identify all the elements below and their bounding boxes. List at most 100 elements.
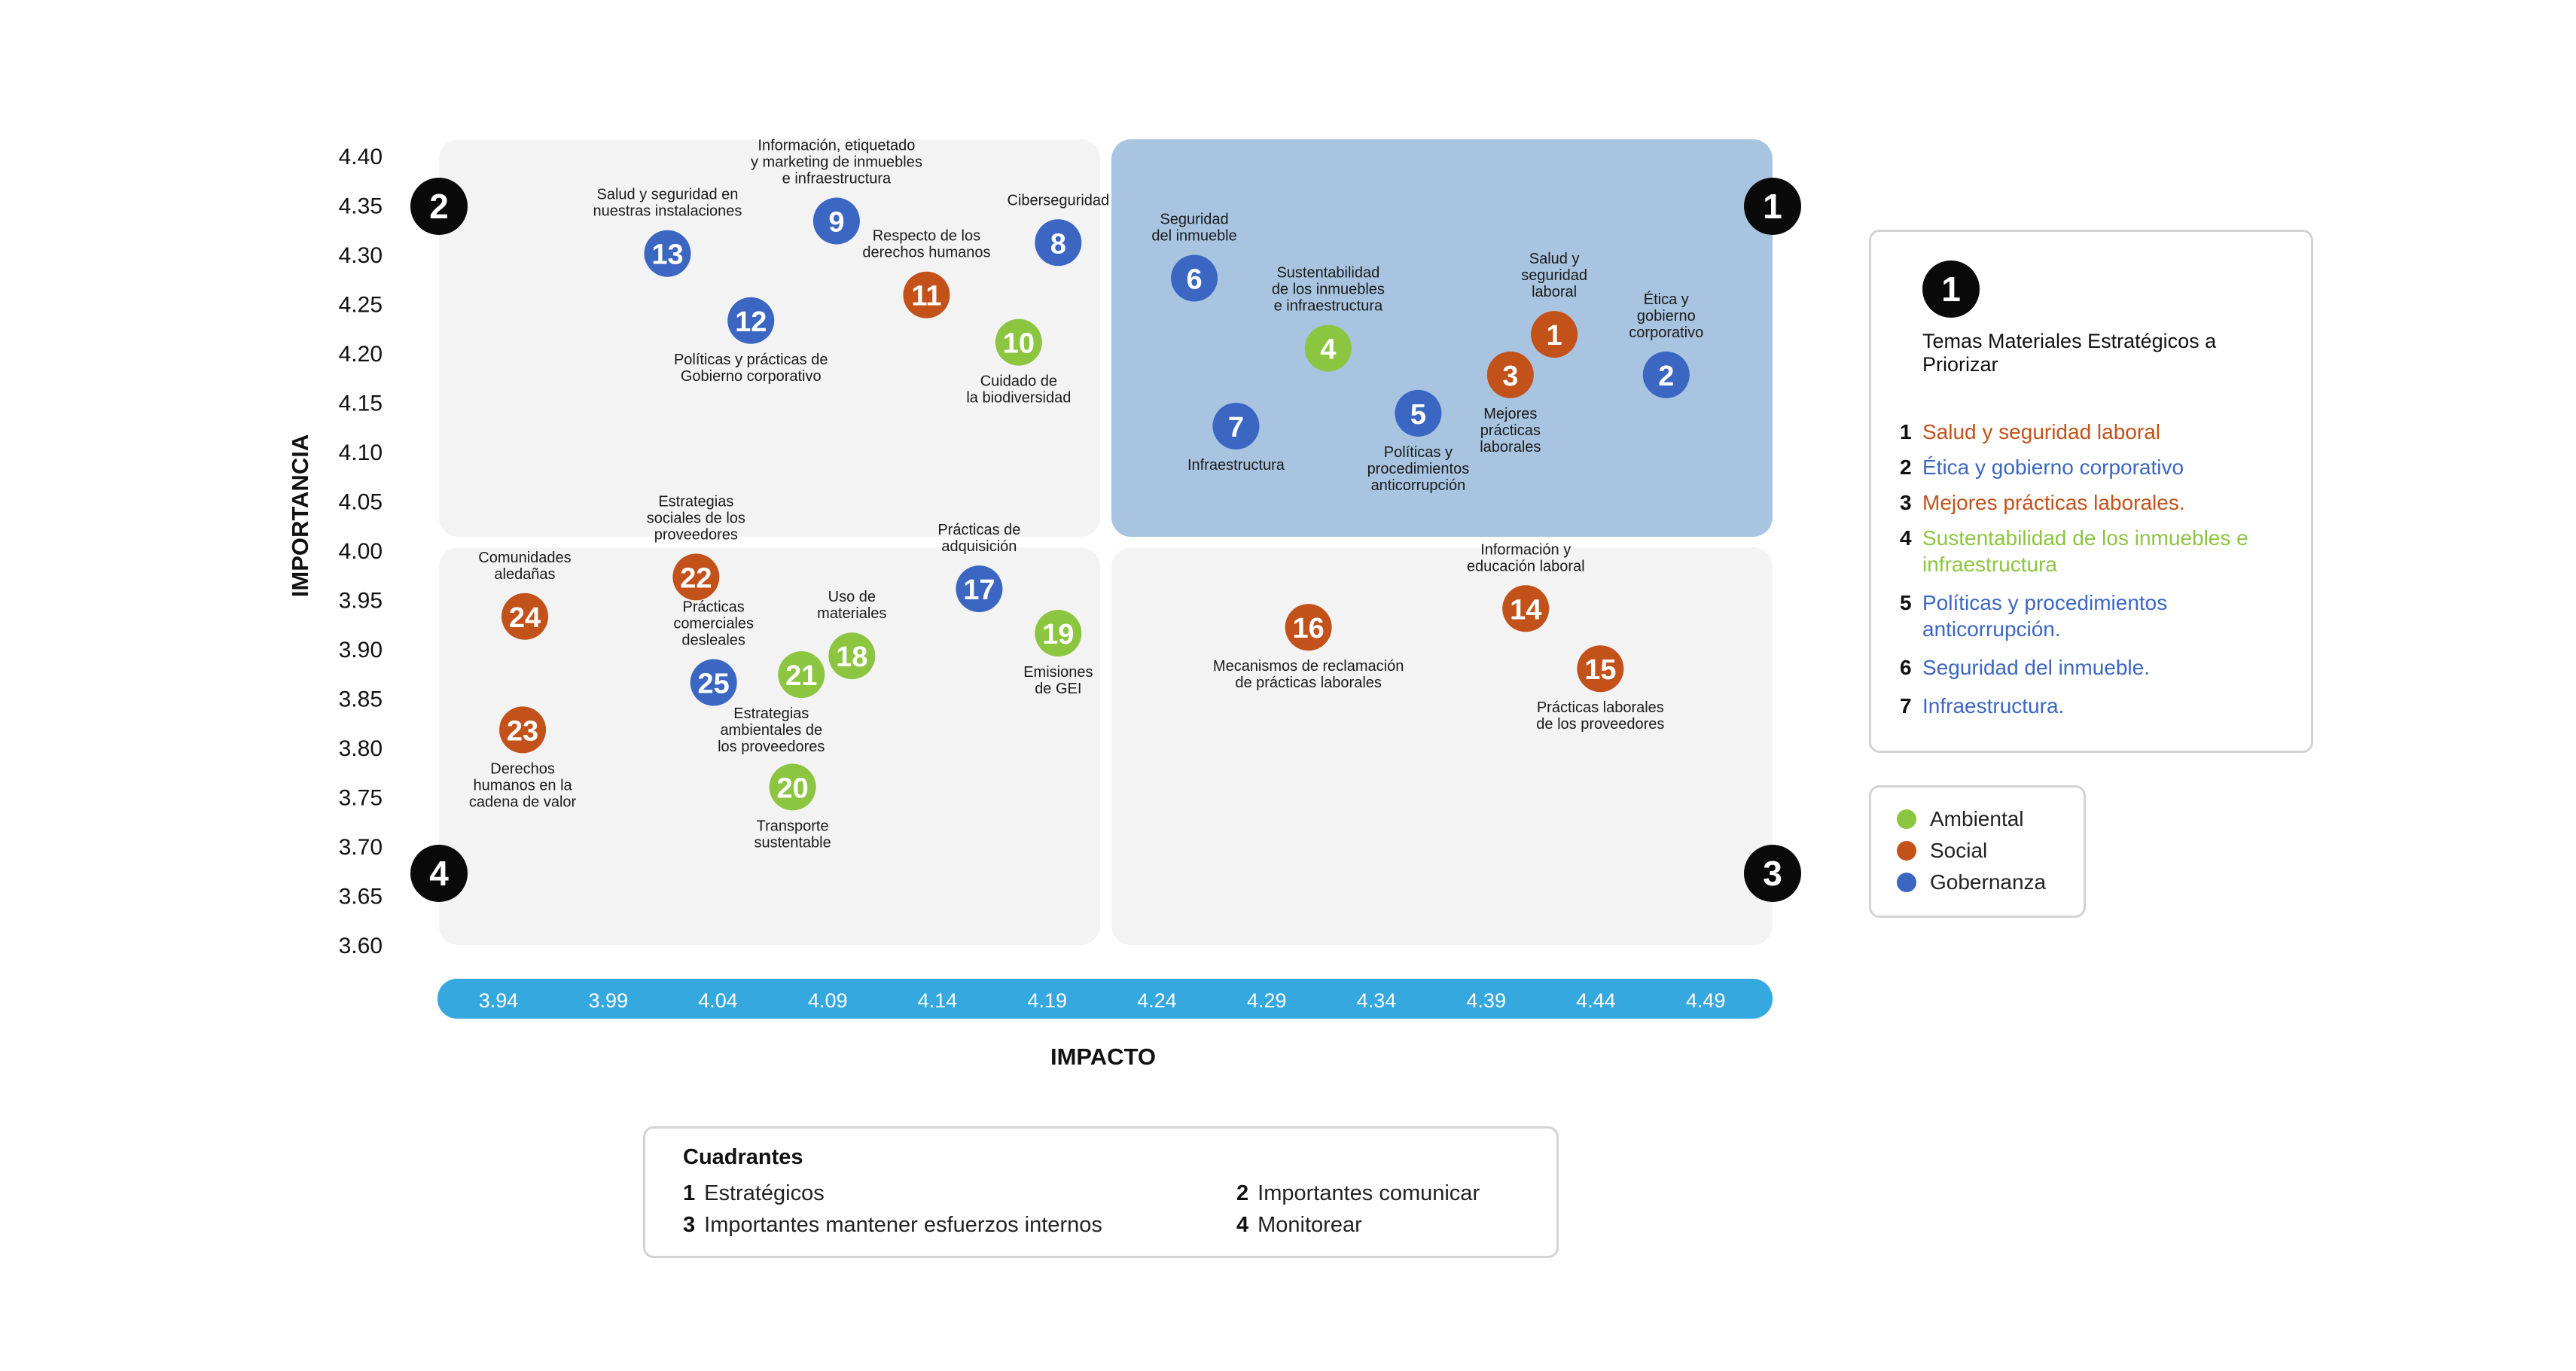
point-marker bbox=[1171, 254, 1218, 302]
point-label-line: los proveedores bbox=[718, 739, 825, 755]
point-marker bbox=[995, 318, 1042, 366]
point-label-line: desleales bbox=[681, 632, 745, 649]
point-number: 22 bbox=[680, 562, 712, 594]
x-tick-label: 4.34 bbox=[1357, 989, 1397, 1012]
point-label-line: prácticas bbox=[1480, 422, 1541, 439]
point-label-line: e infraestructura bbox=[782, 170, 892, 187]
gobernanza-dot bbox=[1897, 873, 1916, 892]
point-label-line: Mecanismos de reclamación bbox=[1213, 658, 1404, 675]
category-legend: Ambiental Social Gobernanza bbox=[1869, 785, 2086, 918]
point-label-line: proveedores bbox=[654, 526, 738, 543]
point-number: 25 bbox=[698, 669, 730, 700]
legend-item-number: 3 bbox=[1900, 491, 1912, 514]
point-label-line: Infraestructura bbox=[1187, 457, 1285, 474]
point-marker bbox=[956, 565, 1003, 613]
quadrant-2-area bbox=[439, 139, 1100, 537]
y-tick-label: 4.35 bbox=[339, 194, 383, 219]
legend-badge-1: 1 bbox=[1922, 260, 1980, 318]
x-tick-label: 4.29 bbox=[1247, 989, 1287, 1012]
y-tick-label: 3.65 bbox=[339, 885, 383, 909]
y-tick-label: 3.85 bbox=[339, 687, 383, 712]
point-label-line: sustentable bbox=[754, 834, 831, 851]
point-marker bbox=[1642, 351, 1690, 398]
point-marker bbox=[644, 230, 691, 277]
point-marker bbox=[828, 632, 876, 680]
point-number: 18 bbox=[836, 641, 867, 673]
y-tick-label: 4.05 bbox=[339, 490, 383, 515]
y-tick-label: 3.70 bbox=[339, 835, 383, 860]
quadrant-3-area bbox=[1111, 547, 1773, 945]
category-social: Social bbox=[1897, 836, 1987, 866]
point-label-line: Derechos bbox=[490, 760, 555, 777]
point-label-line: educación laboral bbox=[1467, 558, 1585, 574]
point-label-line: Transporte bbox=[757, 818, 829, 834]
point-number: 11 bbox=[911, 281, 941, 312]
y-tick-label: 4.10 bbox=[339, 440, 383, 465]
quadrant-badge-2: 2 bbox=[410, 178, 468, 235]
point-marker bbox=[1486, 351, 1534, 398]
y-tick-label: 3.75 bbox=[339, 786, 383, 811]
y-tick-label: 4.30 bbox=[339, 243, 383, 268]
point-label-line: de GEI bbox=[1035, 681, 1081, 697]
point-label-line: ambientales de bbox=[720, 722, 822, 739]
point-number: 4 bbox=[1320, 334, 1336, 365]
point-number: 6 bbox=[1186, 264, 1202, 295]
x-tick-label: 4.24 bbox=[1137, 989, 1177, 1012]
quadrant-backgrounds bbox=[439, 139, 1773, 945]
point-marker bbox=[1502, 585, 1550, 632]
point-label-line: Seguridad bbox=[1160, 211, 1228, 227]
point-marker bbox=[727, 297, 775, 344]
x-tick-label: 4.14 bbox=[918, 989, 958, 1012]
legend-item-2: 2 Ética y gobierno corporativo bbox=[1900, 454, 2306, 480]
point-label-line: Gobierno corporativo bbox=[681, 368, 822, 385]
category-ambiental: Ambiental bbox=[1897, 804, 2024, 834]
quadrant-badge-circle bbox=[1744, 845, 1801, 902]
point-marker bbox=[903, 271, 950, 318]
legend-item-number: 2 bbox=[1900, 455, 1912, 479]
point-number: 14 bbox=[1510, 594, 1541, 626]
quadrant-badge-number: 3 bbox=[1763, 854, 1782, 893]
legend-item-number: 1 bbox=[1900, 420, 1912, 443]
point-marker bbox=[690, 659, 737, 706]
x-tick-label: 4.39 bbox=[1466, 989, 1506, 1012]
point-label-line: Sustentabilidad bbox=[1276, 264, 1379, 281]
legend-item-text: Ética y gobierno corporativo bbox=[1922, 455, 2184, 479]
y-tick-label: 4.15 bbox=[339, 391, 383, 416]
point-number: 23 bbox=[507, 715, 538, 747]
point-number: 1 bbox=[1547, 320, 1562, 352]
y-tick-label: 4.00 bbox=[339, 539, 383, 564]
point-label-line: derechos humanos bbox=[862, 245, 990, 261]
legend-item-number: 4 bbox=[1900, 526, 1912, 550]
category-gobernanza: Gobernanza bbox=[1897, 867, 2046, 897]
y-tick-label: 4.40 bbox=[339, 145, 383, 169]
point-marker bbox=[1395, 389, 1442, 437]
point-label-line: comerciales bbox=[673, 616, 754, 632]
point-number: 2 bbox=[1658, 361, 1674, 392]
point-label-line: Salud y bbox=[1529, 251, 1580, 267]
x-tick-label: 4.19 bbox=[1027, 989, 1067, 1012]
point-marker bbox=[812, 197, 860, 245]
point-label-line: de los proveedores bbox=[1536, 716, 1664, 733]
legend-item-text: Mejores prácticas laborales. bbox=[1922, 491, 2185, 514]
point-label-line: Emisiones bbox=[1023, 664, 1093, 681]
x-tick-label: 4.49 bbox=[1686, 989, 1726, 1012]
y-axis-title: IMPORTANCIA bbox=[287, 434, 313, 597]
quadrant-1-area bbox=[1111, 139, 1773, 537]
point-label-line: gobierno bbox=[1637, 308, 1696, 324]
point-marker bbox=[1304, 324, 1352, 372]
point-marker bbox=[501, 593, 548, 640]
